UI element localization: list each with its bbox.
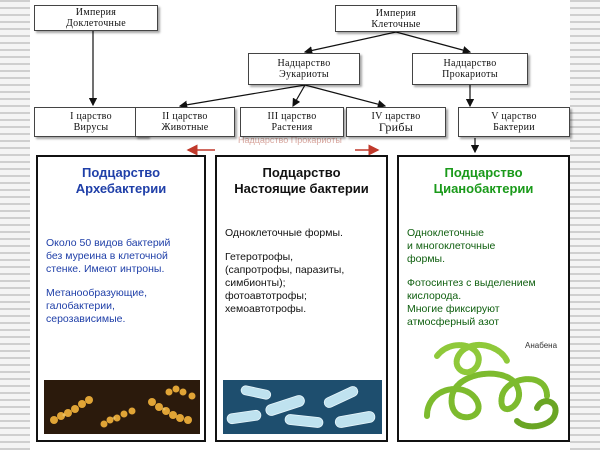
kingdom-5-num: V царство	[491, 111, 537, 122]
hidden-banner: Надцарство Прокариоты	[238, 135, 342, 145]
arrow-euk-fungi	[304, 84, 387, 109]
box-kingdom-animals: II царство Животные	[135, 107, 235, 137]
kingdom-3-num: III царство	[267, 111, 317, 122]
panel-archaebacteria: Подцарство Архебактерии Около 50 видов б…	[36, 155, 206, 442]
true-title-line2: Настоящие бактерии	[234, 181, 369, 196]
true-p1-line1: Одноклеточные формы.	[225, 227, 343, 239]
archae-p1-line2: без муреина в клеточной	[46, 250, 168, 262]
archae-p1-line1: Около 50 видов бактерий	[46, 237, 171, 249]
kingdom-2-name: Животные	[161, 122, 209, 133]
left-decoration	[0, 0, 30, 450]
cyano-p1-line2: и многоклеточные	[407, 240, 496, 252]
true-p2-line2: (сапротрофы, паразиты,	[225, 264, 345, 276]
box-empire-cell: Империя Клеточные	[335, 5, 457, 32]
true-p2-line5: хемоавтотрофы.	[225, 303, 307, 315]
kingdom-1-num: I царство	[70, 111, 112, 122]
cyano-para-1: Одноклеточные и многоклеточные формы.	[407, 227, 560, 266]
arrow-euk-plants	[292, 84, 306, 108]
box-kingdom-bacteria: V царство Бактерии	[458, 107, 570, 137]
anabaena-label: Анабена	[525, 341, 558, 350]
cyano-p1-line3: формы.	[407, 253, 446, 265]
box-eukaryotes: Надцарство Эукариоты	[248, 53, 360, 85]
true-p2-line4: фотоавтотрофы;	[225, 290, 307, 302]
right-decoration	[570, 0, 600, 450]
box-kingdom-plants: III царство Растения	[240, 107, 344, 137]
box-kingdom-fungi: IV царство Грибы	[346, 107, 446, 137]
true-para-2: Гетеротрофы, (сапротрофы, паразиты, симб…	[225, 251, 378, 316]
arrow-cell-prokaryotes	[395, 31, 472, 55]
cyano-body: Одноклеточные и многоклеточные формы. Фо…	[407, 227, 560, 329]
kingdom-2-num: II царство	[162, 111, 208, 122]
archae-p2-line2: галобактерии,	[46, 300, 115, 312]
empire-cell-line2: Клеточные	[371, 18, 421, 30]
true-p2-line1: Гетеротрофы,	[225, 251, 294, 263]
cyano-para-2: Фотосинтез с выделением кислорода. Многи…	[407, 277, 560, 329]
eukaryotes-line1: Надцарство	[277, 58, 331, 69]
archae-title: Подцарство Архебактерии	[38, 165, 204, 197]
box-empire-noncell: Империя Доклеточные	[34, 5, 158, 31]
connector-lines	[88, 30, 480, 156]
archae-title-line2: Архебактерии	[75, 181, 167, 196]
panel-true-bacteria: Подцарство Настоящие бактерии Одноклеточ…	[215, 155, 388, 442]
archaebacteria-micrograph	[44, 380, 200, 434]
cyano-p2-line2: кислорода.	[407, 290, 462, 302]
prokaryotes-line2: Прокариоты	[442, 69, 498, 80]
arrow-euk-animals	[178, 84, 306, 109]
empire-cell-line1: Империя	[375, 7, 417, 19]
archae-p2-line3: серозависимые.	[46, 313, 126, 325]
cyano-p2-line4: атмосферный азот	[407, 316, 500, 328]
archae-body: Около 50 видов бактерий без муреина в кл…	[46, 237, 196, 326]
archae-para-2: Метанообразующие, галобактерии, серозави…	[46, 287, 196, 326]
cyano-title-line1: Подцарство	[444, 165, 523, 180]
empire-noncell-line1: Империя	[75, 7, 117, 18]
kingdom-4-num: IV царство	[371, 111, 421, 122]
kingdom-1-name: Вирусы	[73, 122, 109, 133]
archae-title-line1: Подцарство	[81, 165, 161, 180]
box-kingdom-viruses: I царство Вирусы	[34, 107, 148, 137]
true-p2-line3: симбионты);	[225, 277, 286, 289]
cyano-title-line2: Цианобактерии	[433, 181, 534, 196]
kingdom-5-name: Бактерии	[493, 122, 535, 133]
archae-p2-line1: Метанообразующие,	[46, 287, 148, 299]
kingdom-4-name: Грибы	[378, 120, 414, 134]
empire-noncell-line2: Доклеточные	[66, 18, 126, 29]
true-title-line1: Подцарство	[262, 165, 341, 180]
true-para-1: Одноклеточные формы.	[225, 227, 378, 240]
cyano-p1-line1: Одноклеточные	[407, 227, 484, 239]
prokaryotes-line1: Надцарство	[443, 58, 497, 69]
panel-cyanobacteria: Подцарство Цианобактерии Одноклеточные и…	[397, 155, 570, 442]
anabaena-illustration: Анабена	[424, 341, 559, 430]
true-body: Одноклеточные формы. Гетеротрофы, (сапро…	[225, 227, 378, 316]
cyano-title: Подцарство Цианобактерии	[399, 165, 568, 197]
true-title: Подцарство Настоящие бактерии	[217, 165, 386, 197]
cyano-p2-line1: Фотосинтез с выделением	[407, 277, 536, 289]
archae-para-1: Около 50 видов бактерий без муреина в кл…	[46, 237, 196, 276]
eukaryotes-line2: Эукариоты	[279, 69, 329, 80]
arrow-cell-eukaryotes	[303, 31, 397, 55]
archae-p1-line3: стенке. Имеют интроны.	[46, 263, 165, 275]
true-bacteria-micrograph	[223, 380, 382, 434]
kingdom-3-name: Растения	[271, 122, 313, 133]
cyano-p2-line3: Многие фиксируют	[407, 303, 500, 315]
box-prokaryotes: Надцарство Прокариоты	[412, 53, 528, 85]
